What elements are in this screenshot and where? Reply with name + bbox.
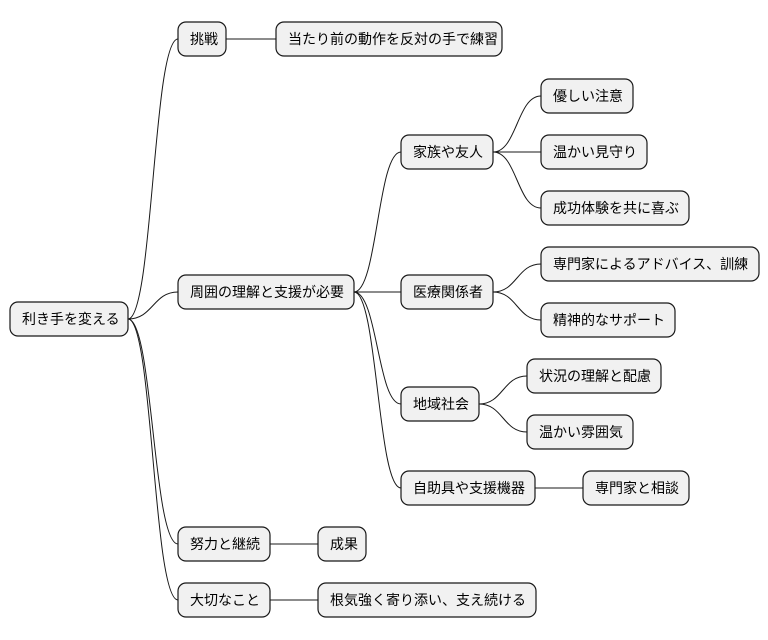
edge-support-family — [353, 151, 402, 293]
node-result: 成果 — [317, 526, 367, 562]
edge-root-support — [127, 291, 179, 320]
edge-community-atmos — [478, 403, 528, 433]
node-box-joy — [540, 190, 690, 226]
node-box-tools — [400, 470, 536, 506]
edge-community-understand — [478, 375, 528, 405]
node-label-care: 優しい注意 — [553, 88, 623, 105]
node-persist: 根気強く寄り添い、支え続ける — [317, 582, 537, 618]
node-important: 大切なこと — [177, 582, 271, 618]
edge-root-important — [127, 318, 179, 601]
edge-support-community — [353, 291, 402, 405]
node-label-community: 地域社会 — [413, 397, 469, 413]
node-tools: 自助具や支援機器 — [400, 470, 536, 506]
node-box-consult — [582, 470, 690, 506]
node-box-atmos — [526, 414, 634, 450]
edge-medical-mental — [492, 291, 542, 321]
node-box-care — [540, 78, 634, 114]
node-box-community — [400, 386, 480, 422]
node-consult: 専門家と相談 — [582, 470, 690, 506]
node-label-family: 家族や友人 — [413, 144, 483, 161]
node-label-important: 大切なこと — [190, 593, 260, 609]
node-watch: 温かい見守り — [540, 134, 648, 170]
node-label-consult: 専門家と相談 — [595, 480, 679, 497]
node-box-persist — [317, 582, 537, 618]
node-advice: 専門家によるアドバイス、訓練 — [540, 246, 760, 282]
edges-layer — [127, 38, 583, 601]
node-box-practice — [275, 21, 503, 57]
node-label-joy: 成功体験を共に喜ぶ — [553, 201, 679, 217]
node-label-tools: 自助具や支援機器 — [413, 481, 525, 497]
node-community: 地域社会 — [400, 386, 480, 422]
node-family: 家族や友人 — [400, 134, 494, 170]
node-atmos: 温かい雰囲気 — [526, 414, 634, 450]
node-label-atmos: 温かい雰囲気 — [539, 425, 623, 441]
node-box-important — [177, 582, 271, 618]
node-mental: 精神的なサポート — [540, 302, 676, 338]
node-box-advice — [540, 246, 760, 282]
edge-root-challenge — [127, 38, 179, 320]
node-box-root — [9, 301, 129, 337]
node-care: 優しい注意 — [540, 78, 634, 114]
node-support: 周囲の理解と支援が必要 — [177, 274, 355, 310]
node-understand: 状況の理解と配慮 — [526, 358, 662, 394]
node-label-challenge: 挑戦 — [190, 32, 218, 48]
edge-support-tools — [353, 291, 402, 489]
node-label-watch: 温かい見守り — [553, 145, 637, 161]
node-medical: 医療関係者 — [400, 274, 494, 310]
node-root: 利き手を変える — [9, 301, 129, 337]
node-box-challenge — [177, 21, 227, 57]
node-label-persist: 根気強く寄り添い、支え続ける — [330, 592, 526, 609]
node-label-mental: 精神的なサポート — [553, 313, 665, 329]
node-box-understand — [526, 358, 662, 394]
node-box-result — [317, 526, 367, 562]
node-label-result: 成果 — [330, 537, 358, 553]
node-label-support: 周囲の理解と支援が必要 — [190, 285, 344, 301]
node-joy: 成功体験を共に喜ぶ — [540, 190, 690, 226]
node-label-understand: 状況の理解と配慮 — [539, 369, 651, 385]
node-box-medical — [400, 274, 494, 310]
node-practice: 当たり前の動作を反対の手で練習 — [275, 21, 503, 57]
node-label-root: 利き手を変える — [22, 311, 120, 328]
node-box-family — [400, 134, 494, 170]
edge-root-effort — [127, 318, 179, 545]
node-label-medical: 医療関係者 — [413, 284, 483, 301]
edge-family-care — [492, 95, 542, 153]
node-box-effort — [177, 526, 271, 562]
node-label-advice: 専門家によるアドバイス、訓練 — [553, 256, 748, 273]
node-box-support — [177, 274, 355, 310]
node-label-effort: 努力と継続 — [190, 536, 260, 553]
node-label-practice: 当たり前の動作を反対の手で練習 — [288, 31, 498, 48]
node-box-watch — [540, 134, 648, 170]
node-box-mental — [540, 302, 676, 338]
edge-family-joy — [492, 151, 542, 209]
node-effort: 努力と継続 — [177, 526, 271, 562]
edge-medical-advice — [492, 263, 542, 293]
node-challenge: 挑戦 — [177, 21, 227, 57]
